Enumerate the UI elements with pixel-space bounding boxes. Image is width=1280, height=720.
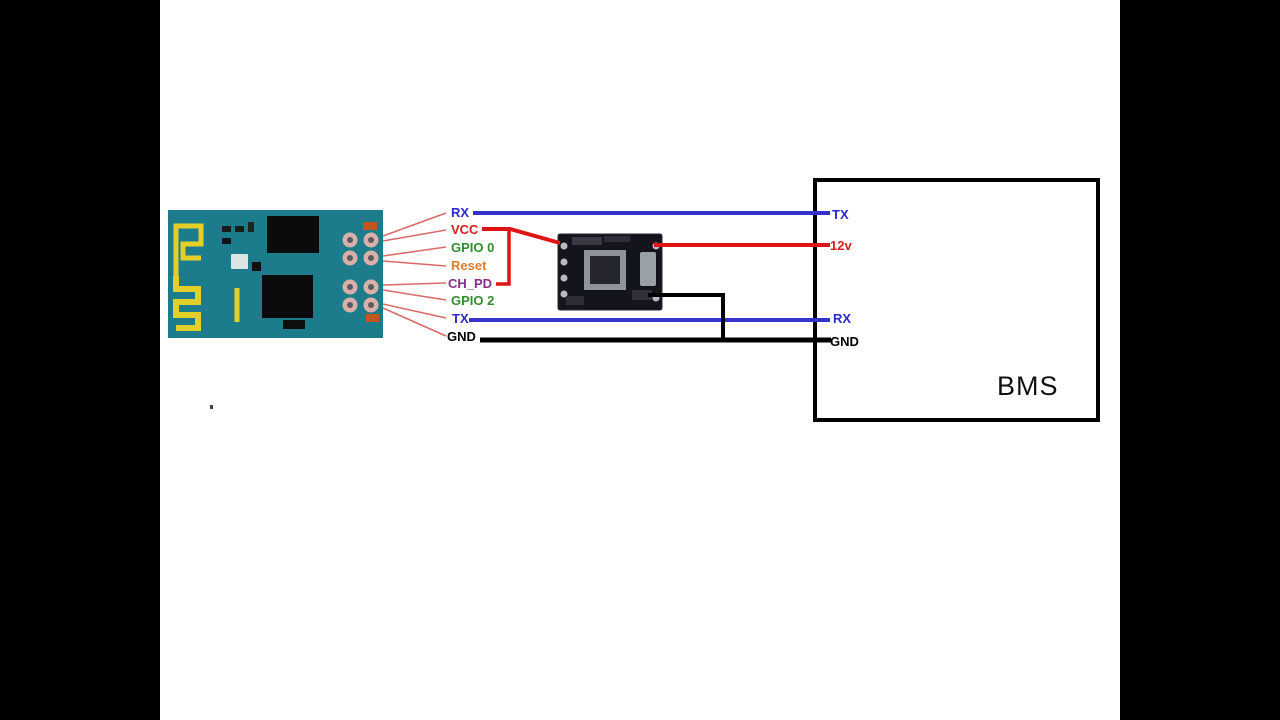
esp01-smd-component xyxy=(222,238,231,244)
esp01-smd-component xyxy=(252,262,261,271)
letterbox-right xyxy=(1120,0,1280,720)
esp01-header-pads xyxy=(342,232,379,313)
buck-converter-module xyxy=(557,233,663,311)
bms-pin-label-gnd: GND xyxy=(830,334,859,349)
buck-pcb xyxy=(557,233,663,311)
bms-pin-label-tx: TX xyxy=(832,207,849,222)
wire-vcc-to-chpd xyxy=(496,229,511,286)
esp-pin-label-rx: RX xyxy=(451,205,470,220)
esp01-pcb xyxy=(168,210,383,338)
esp01-crystal xyxy=(231,254,248,269)
esp-pin-label-gnd: GND xyxy=(447,329,476,344)
esp-pin-label-gpio0: GPIO 0 xyxy=(451,240,495,255)
esp-pin-label-tx: TX xyxy=(452,311,469,326)
letterbox-left xyxy=(0,0,160,720)
bms-pin-label-12v: 12v xyxy=(830,238,852,253)
wire-buck-gnd xyxy=(648,293,725,341)
esp01-smd-component xyxy=(283,320,305,329)
pin-fanout-lines xyxy=(382,212,447,337)
esp01-antenna-meander xyxy=(173,276,201,331)
esp-pin-label-vcc: VCC xyxy=(451,222,479,237)
bms-pin-label-rx: RX xyxy=(833,311,852,326)
esp01-smd-component xyxy=(222,226,231,232)
esp01-antenna-upper xyxy=(173,223,204,276)
buck-capacitor xyxy=(640,252,656,286)
esp-pin-label-gpio2: GPIO 2 xyxy=(451,293,495,308)
bms-title: BMS xyxy=(997,371,1059,401)
esp01-chip-bottom xyxy=(262,275,313,318)
stray-mark xyxy=(210,405,213,409)
esp01-smd-component xyxy=(248,222,254,232)
esp01-chip-top xyxy=(267,216,319,253)
esp01-module xyxy=(168,210,383,338)
esp01-smd-resistor xyxy=(363,222,377,230)
buck-inductor xyxy=(584,250,626,290)
esp-pin-label-reset: Reset xyxy=(451,258,487,273)
esp-pin-label-chpd: CH_PD xyxy=(448,276,493,291)
esp01-smd-component xyxy=(235,226,244,232)
esp01-smd-resistor xyxy=(366,314,379,322)
